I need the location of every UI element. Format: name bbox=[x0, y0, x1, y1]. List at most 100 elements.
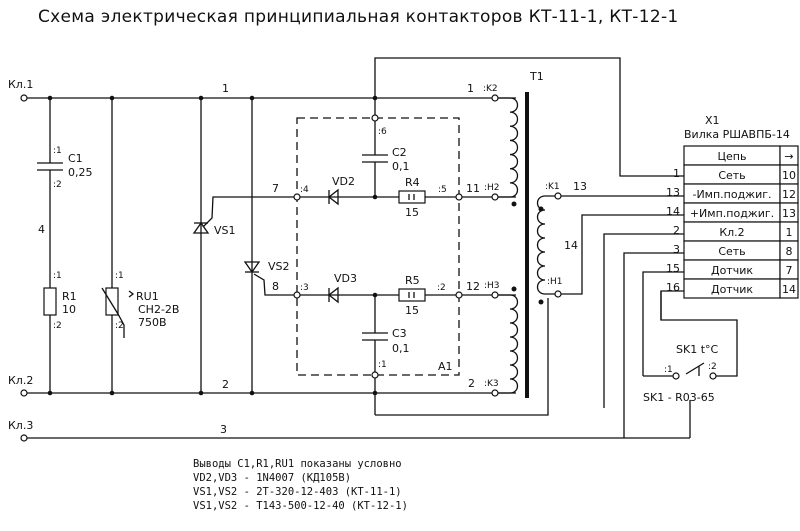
r1-pin2: :2 bbox=[53, 321, 62, 331]
bus-line-3 bbox=[20, 400, 691, 442]
c1-pin1: :1 bbox=[53, 146, 62, 156]
connector-ref: X1 bbox=[705, 114, 720, 127]
c1-pin2: :2 bbox=[53, 180, 62, 190]
r5-value: 15 bbox=[405, 304, 419, 317]
note-line: VD2,VD3 - 1N4007 (КД105В) bbox=[193, 472, 351, 484]
connector-row-wire: 2 bbox=[673, 224, 680, 237]
connector-name: Вилка РШАВПБ-14 bbox=[684, 128, 790, 141]
connector-row-pin: 13 bbox=[782, 207, 796, 220]
note-line: Выводы C1,R1,RU1 показаны условно bbox=[193, 458, 402, 470]
t1-name: T1 bbox=[529, 70, 544, 83]
module-a1-boundary bbox=[296, 117, 460, 376]
wire-label-8: 8 bbox=[272, 280, 279, 293]
sk1-spec: SK1 - R03-65 bbox=[643, 391, 715, 404]
connector-row-wire: 13 bbox=[666, 186, 680, 199]
ru1-pin1: :1 bbox=[115, 271, 124, 281]
thermal-switch-sk1 bbox=[643, 291, 738, 380]
r5-pin: :2 bbox=[437, 283, 446, 293]
terminal-kl3-label: Кл.3 bbox=[8, 419, 33, 432]
connector-row-pin: 14 bbox=[782, 283, 796, 296]
capacitor-c1 bbox=[37, 98, 63, 288]
connector-row-wire: 1 bbox=[673, 167, 680, 180]
connector-row-label: -Имп.поджиг. bbox=[692, 188, 771, 201]
wire-label-2: 2 bbox=[222, 378, 229, 391]
capacitor-c2 bbox=[362, 98, 388, 200]
c3-name: C3 bbox=[392, 327, 407, 340]
r1-name: R1 bbox=[62, 290, 77, 303]
wire-label-14: 14 bbox=[564, 239, 578, 252]
r4-value: 15 bbox=[405, 206, 419, 219]
wire-2-to-connector bbox=[603, 233, 684, 408]
connector-row: Цепь → bbox=[683, 145, 799, 166]
connector-row-pin: 10 bbox=[782, 169, 796, 182]
vs1-name: VS1 bbox=[214, 224, 236, 237]
wire-label-11: 11 bbox=[466, 182, 480, 195]
connector-row-pin: → bbox=[784, 150, 793, 163]
vs2-name: VS2 bbox=[268, 260, 290, 273]
terminal-kl2-label: Кл.2 bbox=[8, 374, 33, 387]
wire-1-to-connector bbox=[374, 57, 684, 177]
connector-row: Сеть 10 1 bbox=[673, 164, 799, 185]
connector-row-label: Дотчик bbox=[711, 264, 753, 277]
connector-row-label: Сеть bbox=[718, 169, 745, 182]
c3-pin: :1 bbox=[378, 360, 387, 370]
wire-label-4: 4 bbox=[38, 223, 45, 236]
varistor-ru1 bbox=[101, 98, 135, 393]
connector-row-pin: 12 bbox=[782, 188, 796, 201]
wire-16-to-connector bbox=[660, 290, 684, 320]
connector-row-pin: 8 bbox=[786, 245, 793, 258]
t1-h3: :H3 bbox=[484, 281, 500, 291]
terminal-kl2 bbox=[20, 389, 28, 397]
connector-row-label: Дотчик bbox=[711, 283, 753, 296]
wire-label-1: 1 bbox=[222, 82, 229, 95]
sk1-name: SK1 t°C bbox=[676, 343, 719, 356]
thyristor-vs2 bbox=[243, 98, 296, 393]
ru1-pin2: :2 bbox=[115, 321, 124, 331]
wire-label-12: 12 bbox=[466, 280, 480, 293]
wire-14 bbox=[561, 214, 684, 295]
bus-line-2 bbox=[20, 389, 516, 397]
r1-value: 10 bbox=[62, 303, 76, 316]
terminal-kl1 bbox=[20, 94, 28, 102]
connector-row: Кл.2 1 2 bbox=[673, 221, 799, 242]
connector-row-label: +Имп.поджиг. bbox=[690, 207, 774, 220]
t1-h1: :H1 bbox=[547, 277, 563, 287]
connector-row-wire: 15 bbox=[666, 262, 680, 275]
diode-vd3-resistor-r5-row bbox=[293, 286, 516, 304]
r4-pin: :5 bbox=[438, 185, 447, 195]
sk1-pin2: :2 bbox=[708, 362, 717, 372]
vd3-pin: :3 bbox=[300, 283, 309, 293]
diode-vd2-resistor-r4-row bbox=[293, 188, 516, 206]
wire-label-7: 7 bbox=[272, 182, 279, 195]
r4-name: R4 bbox=[405, 176, 420, 189]
wire-label-13: 13 bbox=[573, 180, 587, 193]
connector-row: -Имп.поджиг. 12 13 bbox=[666, 183, 799, 204]
connector-row-label: Цепь bbox=[718, 150, 747, 163]
transformer-t1 bbox=[491, 92, 562, 398]
terminal-kl3 bbox=[20, 434, 28, 442]
vd2-pin: :4 bbox=[300, 185, 309, 195]
vd2-name: VD2 bbox=[332, 175, 355, 188]
resistor-r1 bbox=[43, 287, 57, 393]
thyristor-vs1 bbox=[192, 98, 296, 393]
connector-row-label: Кл.2 bbox=[719, 226, 744, 239]
notes-block: Выводы C1,R1,RU1 показаны условно VD2,VD… bbox=[193, 458, 408, 512]
wire-label-2b: 2 bbox=[468, 377, 475, 390]
note-line: VS1,VS2 - 2Т-320-12-403 (КТ-11-1) bbox=[193, 486, 402, 498]
capacitor-c3 bbox=[362, 295, 549, 416]
connector-row-pin: 1 bbox=[786, 226, 793, 239]
r1-pin1: :1 bbox=[53, 271, 62, 281]
note-line: VS1,VS2 - Т143-500-12-40 (КТ-12-1) bbox=[193, 500, 408, 512]
t1-k2: :K2 bbox=[483, 84, 498, 94]
r5-name: R5 bbox=[405, 274, 420, 287]
wire-label-1b: 1 bbox=[467, 82, 474, 95]
c2-name: C2 bbox=[392, 146, 407, 159]
ru1-type: СН2-2В bbox=[138, 303, 179, 316]
c1-value: 0,25 bbox=[68, 166, 93, 179]
wire-15-to-connector bbox=[642, 271, 684, 376]
